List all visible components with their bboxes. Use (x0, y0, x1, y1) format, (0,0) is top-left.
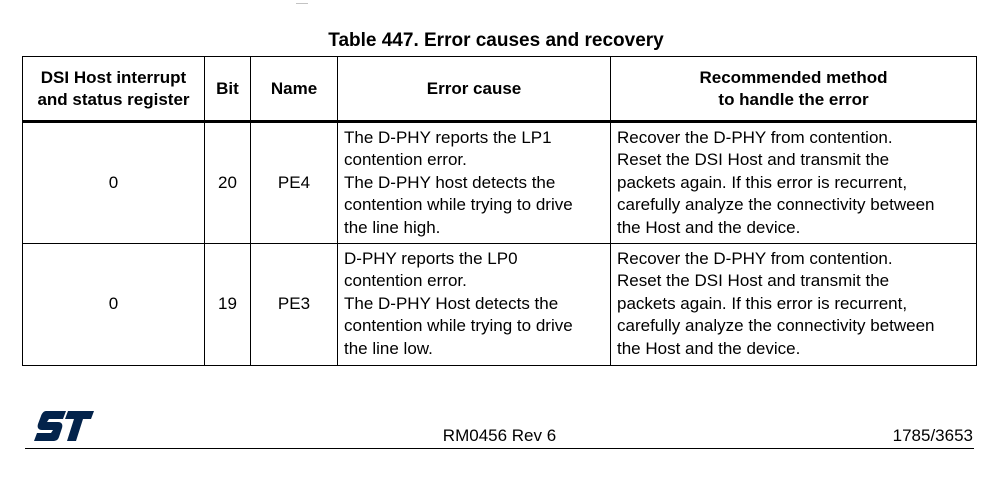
method-line: carefully analyze the connectivity betwe… (617, 195, 935, 215)
header-name-label: Name (270, 78, 318, 98)
header-bit: Bit (204, 56, 251, 123)
header-error-cause: Error cause (337, 56, 611, 123)
method-line: Reset the DSI Host and transmit the (617, 150, 890, 170)
method-line: packets again. If this error is recurren… (617, 172, 908, 192)
table-title: Table 447. Error causes and recovery (328, 30, 664, 51)
method-line: carefully analyze the connectivity betwe… (617, 316, 935, 336)
header-error-cause-label: Error cause (426, 78, 522, 98)
cell-register: 0 (22, 121, 205, 244)
page-top-crop-mark (296, 0, 308, 4)
table-row: 0 19 PE3 D-PHY reports the LP0 contentio… (22, 243, 977, 366)
st-logo-icon (34, 411, 94, 441)
header-register-line: DSI Host interrupt (40, 67, 187, 87)
header-method-line: Recommended method (699, 67, 888, 87)
cause-line: contention error. (344, 271, 467, 291)
document-reference: RM0456 Rev 6 (442, 426, 557, 445)
cell-error-cause: The D-PHY reports the LP1 contention err… (337, 121, 611, 244)
method-line: Recover the D-PHY from contention. (617, 128, 893, 147)
cause-line: contention error. (344, 150, 467, 170)
cause-line: The D-PHY reports the LP1 (344, 128, 552, 147)
header-recommended-method: Recommended method to handle the error (610, 56, 977, 123)
footer-rule (25, 448, 974, 449)
cause-line: The D-PHY host detects the (344, 172, 556, 192)
method-line: the Host and the device. (617, 217, 801, 237)
table-row: 0 20 PE4 The D-PHY reports the LP1 conte… (22, 121, 977, 244)
cell-register: 0 (22, 243, 205, 366)
table-header-row: DSI Host interrupt and status register B… (22, 56, 977, 123)
page-number: 1785/3653 (892, 426, 973, 445)
cause-line: the line high. (344, 217, 441, 237)
cause-line: The D-PHY Host detects the (344, 293, 559, 313)
header-register: DSI Host interrupt and status register (22, 56, 205, 123)
method-line: Recover the D-PHY from contention. (617, 249, 893, 268)
header-bit-label: Bit (216, 78, 239, 98)
header-method-line: to handle the error (718, 89, 869, 109)
cell-bit: 19 (204, 243, 251, 366)
cell-name: PE4 (250, 121, 338, 244)
cause-line: contention while trying to drive (344, 316, 573, 336)
cell-recommended-method: Recover the D-PHY from contention. Reset… (610, 243, 977, 366)
cause-line: contention while trying to drive (344, 195, 573, 215)
method-line: packets again. If this error is recurren… (617, 293, 908, 313)
header-register-line: and status register (37, 89, 190, 109)
cause-line: the line low. (344, 338, 433, 358)
header-name: Name (250, 56, 338, 123)
cell-name: PE3 (250, 243, 338, 366)
method-line: Reset the DSI Host and transmit the (617, 271, 890, 291)
cell-bit: 20 (204, 121, 251, 244)
cell-error-cause: D-PHY reports the LP0 contention error. … (337, 243, 611, 366)
cell-recommended-method: Recover the D-PHY from contention. Reset… (610, 121, 977, 244)
error-causes-table: DSI Host interrupt and status register B… (22, 56, 977, 366)
cause-line: D-PHY reports the LP0 (344, 249, 518, 268)
method-line: the Host and the device. (617, 338, 801, 358)
